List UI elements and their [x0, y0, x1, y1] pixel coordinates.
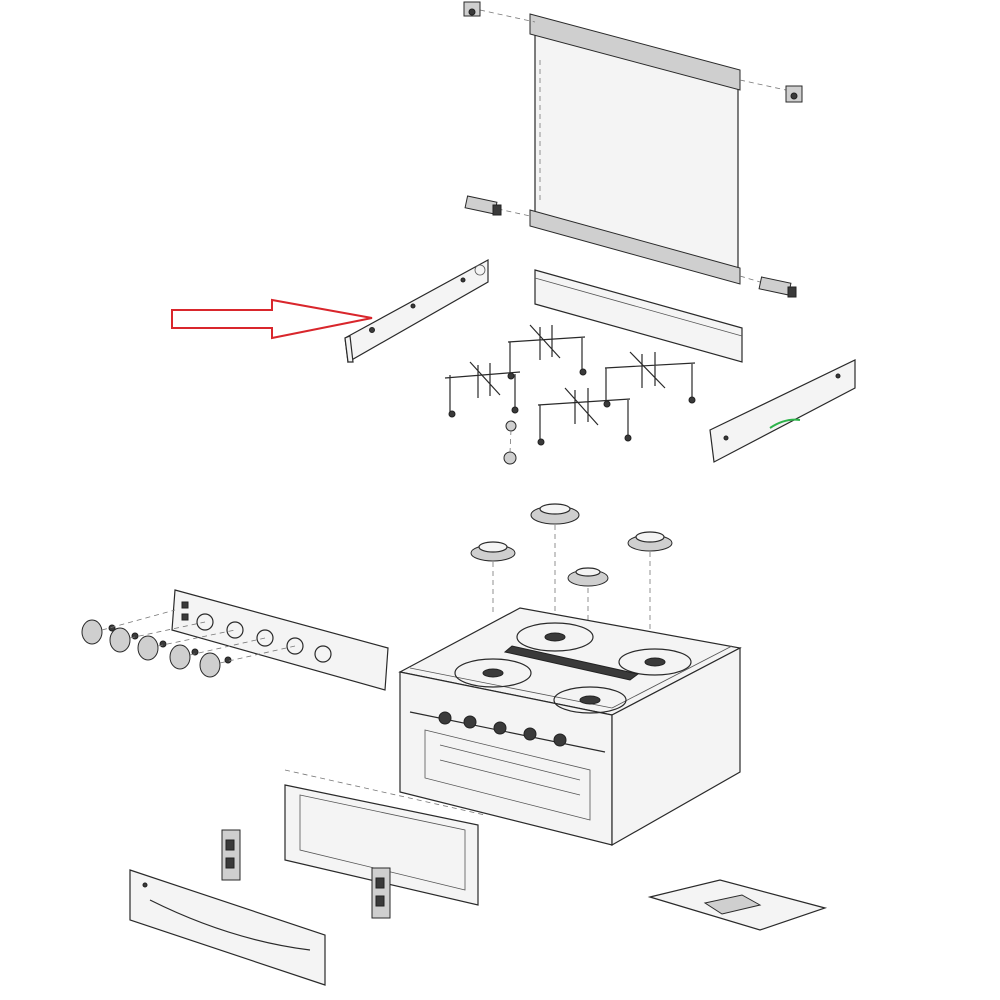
roller-shade-assembly — [463, 1, 803, 298]
knob-1 — [81, 619, 116, 645]
cooktop-grille — [503, 645, 640, 681]
drawer-cover-plate — [647, 879, 828, 931]
grate-front-left — [444, 361, 521, 418]
knob-5 — [199, 652, 232, 678]
rear-left-trim-panel — [344, 258, 489, 363]
grate-foot — [503, 420, 517, 465]
door-hinge-right — [371, 867, 391, 919]
grate-rear-left — [507, 324, 587, 380]
right-end-cap — [758, 276, 797, 298]
right-side — [611, 647, 741, 847]
gas-valve-manifold — [409, 711, 606, 753]
oven-door-panel — [129, 869, 326, 986]
burner-cap-1 — [470, 541, 516, 615]
green-marker — [769, 418, 801, 429]
knob-3 — [137, 635, 167, 661]
door-hinge-left — [221, 829, 241, 881]
oven-cavity — [424, 729, 591, 821]
knob-4 — [169, 644, 199, 670]
cooktop-burners — [454, 622, 692, 714]
burner-grates — [444, 324, 696, 465]
control-panel — [171, 589, 389, 691]
door-inner-frame — [284, 769, 486, 906]
bottom-roller — [529, 209, 741, 285]
top-right-bracket — [785, 85, 803, 103]
burner-cap-4 — [627, 531, 673, 655]
knob-2 — [109, 627, 139, 653]
rear-right-trim-panel — [709, 359, 856, 463]
grate-rear-right — [603, 351, 696, 408]
rear-center-trim-panel — [534, 269, 743, 363]
top-roller — [529, 13, 741, 91]
burner-cap-2 — [530, 503, 580, 628]
left-end-cap — [464, 195, 502, 216]
top-left-bracket — [463, 1, 481, 17]
red-indicator-arrow — [171, 298, 373, 340]
grate-front-right — [537, 387, 632, 446]
control-knobs — [81, 609, 296, 678]
range-body — [398, 607, 742, 847]
